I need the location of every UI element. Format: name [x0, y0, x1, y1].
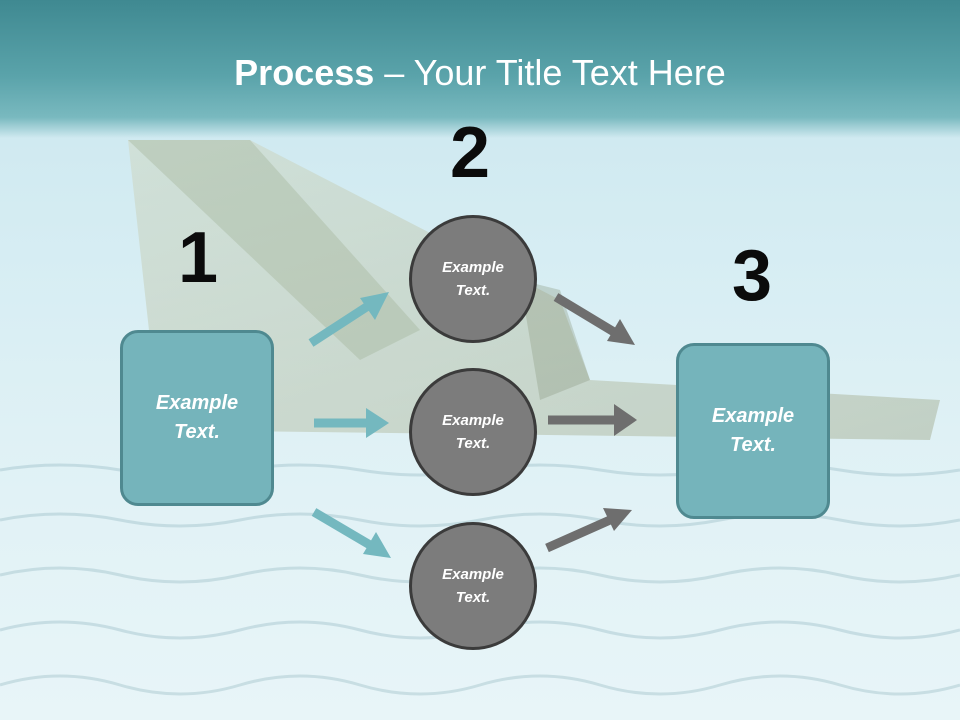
circle-top-line2: Text.: [455, 282, 491, 299]
title-bold: Process: [234, 52, 375, 93]
right-box: Example Text.: [676, 343, 830, 519]
step-number-2: 2: [450, 113, 491, 193]
circle-middle: Example Text.: [409, 368, 537, 496]
title-rest: – Your Title Text Here: [374, 52, 726, 93]
circle-middle-line1: Example: [442, 412, 504, 429]
right-box-line1: Example: [711, 405, 795, 427]
arrow-left-to-middle: [314, 408, 389, 438]
step-number-1: 1: [178, 218, 219, 298]
arrow-left-to-bottom: [311, 508, 391, 558]
slide-title: Process – Your Title Text Here: [0, 52, 960, 94]
arrow-middle-to-right: [548, 404, 637, 436]
circle-middle-line2: Text.: [455, 435, 491, 452]
left-box-line1: Example: [155, 392, 239, 414]
circle-bottom-line1: Example: [442, 566, 504, 583]
circle-top: Example Text.: [409, 215, 537, 343]
left-box-line2: Text.: [174, 421, 220, 443]
step-number-3: 3: [732, 236, 773, 316]
arrow-top-to-right: [553, 293, 635, 345]
circle-bottom-line2: Text.: [455, 589, 491, 606]
arrow-bottom-to-right: [545, 508, 632, 553]
title-bar: [0, 0, 960, 138]
right-box-line2: Text.: [730, 434, 776, 456]
circle-top-line1: Example: [442, 259, 504, 276]
arrow-left-to-top: [308, 292, 389, 347]
left-box: Example Text.: [120, 330, 274, 506]
circle-bottom: Example Text.: [409, 522, 537, 650]
